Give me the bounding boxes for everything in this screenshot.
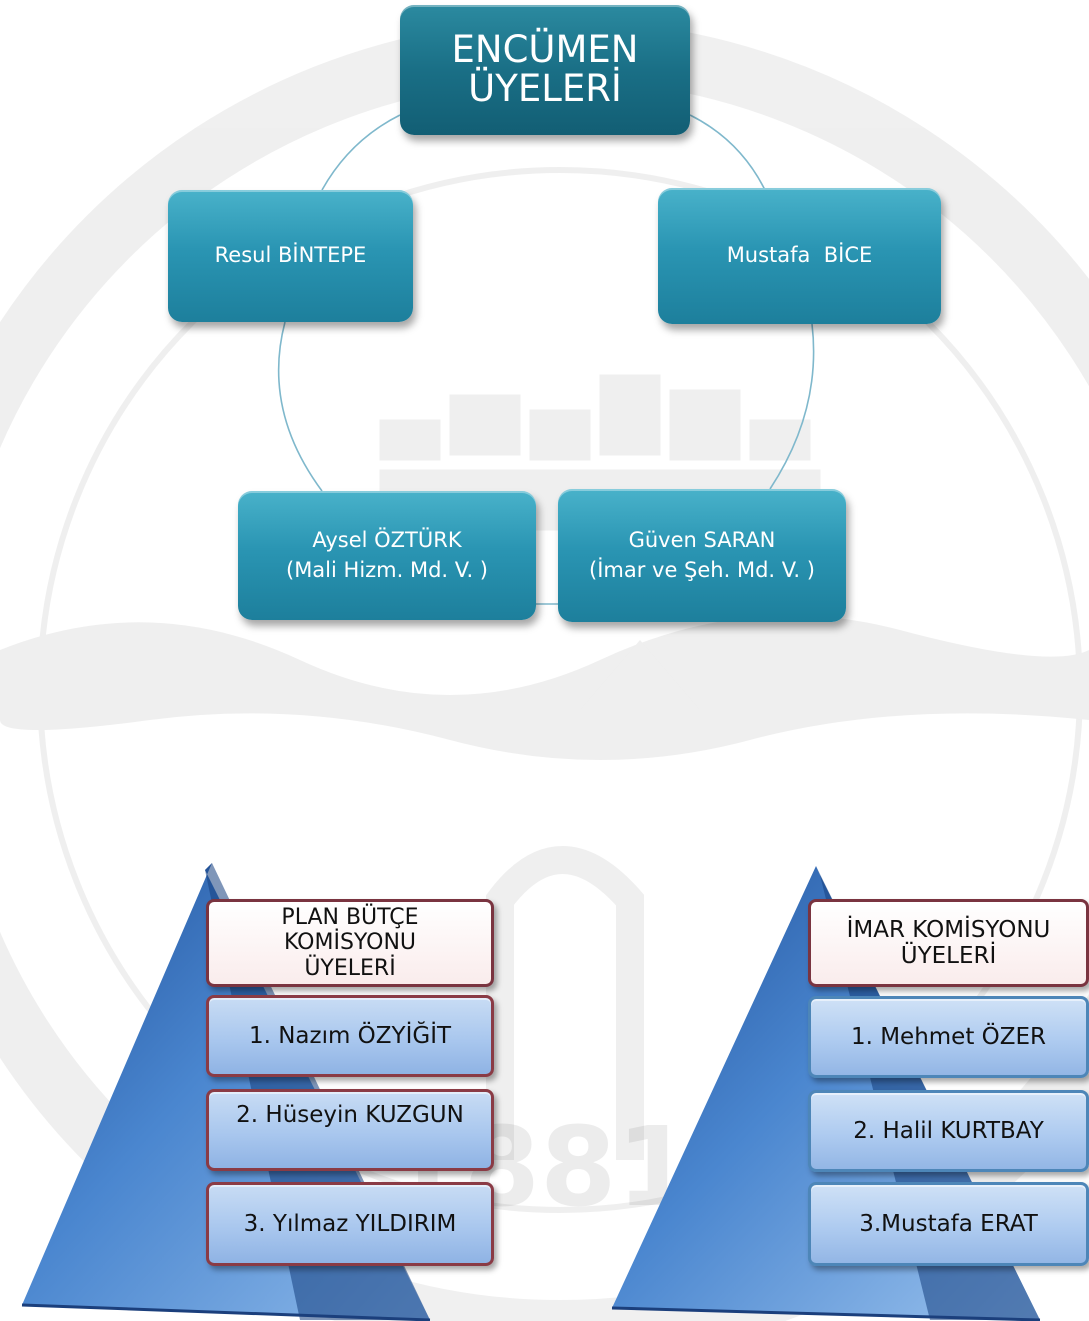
member-name: 2. Hüseyin KUZGUN bbox=[236, 1102, 464, 1128]
member-name: Aysel ÖZTÜRK bbox=[312, 528, 462, 553]
plan-butce-pyramid-base bbox=[21, 1303, 431, 1321]
encumen-member-aysel: Aysel ÖZTÜRK (Mali Hizm. Md. V. ) bbox=[238, 491, 536, 620]
encumen-member-resul: Resul BİNTEPE bbox=[168, 190, 413, 322]
plan-butce-header: PLAN BÜTÇE KOMİSYONU ÜYELERİ bbox=[206, 899, 494, 987]
encumen-member-mustafa: Mustafa BİCE bbox=[658, 188, 941, 324]
member-name: 3. Yılmaz YILDIRIM bbox=[243, 1210, 457, 1237]
member-name: Resul BİNTEPE bbox=[214, 243, 367, 268]
plan-butce-title-line-1: PLAN BÜTÇE bbox=[281, 905, 419, 931]
plan-butce-member-1: 1. Nazım ÖZYİĞİT bbox=[206, 995, 494, 1077]
connector-left bbox=[277, 321, 323, 492]
connector-top-right bbox=[689, 114, 766, 191]
connector-right bbox=[769, 323, 815, 490]
plan-butce-title-line-3: ÜYELERİ bbox=[304, 955, 396, 981]
encumen-title-box: ENCÜMEN ÜYELERİ bbox=[400, 5, 690, 135]
cycle-connectors bbox=[277, 114, 815, 605]
member-title: (İmar ve Şeh. Md. V. ) bbox=[589, 557, 815, 582]
imar-title-line-2: ÜYELERİ bbox=[900, 943, 997, 969]
encumen-member-guven: Güven SARAN (İmar ve Şeh. Md. V. ) bbox=[558, 489, 846, 622]
imar-pyramid-base bbox=[611, 1306, 1041, 1321]
member-name: Mustafa BİCE bbox=[726, 243, 873, 268]
member-name: 1. Nazım ÖZYİĞİT bbox=[248, 1022, 452, 1049]
member-name: 3.Mustafa ERAT bbox=[859, 1210, 1038, 1237]
imar-member-1: 1. Mehmet ÖZER bbox=[808, 996, 1089, 1078]
member-name: 2. Halil KURTBAY bbox=[853, 1117, 1044, 1144]
imar-header: İMAR KOMİSYONU ÜYELERİ bbox=[808, 899, 1089, 987]
plan-butce-member-3: 3. Yılmaz YILDIRIM bbox=[206, 1182, 494, 1266]
imar-member-2: 2. Halil KURTBAY bbox=[808, 1090, 1089, 1172]
member-name: 1. Mehmet ÖZER bbox=[850, 1023, 1047, 1050]
encumen-title-line-1: ENCÜMEN bbox=[451, 28, 639, 72]
plan-butce-title-line-2: KOMİSYONU bbox=[283, 930, 417, 956]
imar-title-line-1: İMAR KOMİSYONU bbox=[846, 916, 1051, 943]
encumen-title-line-2: ÜYELERİ bbox=[468, 67, 622, 110]
member-title: (Mali Hizm. Md. V. ) bbox=[286, 557, 488, 582]
member-name: Güven SARAN bbox=[628, 528, 776, 553]
imar-member-3: 3.Mustafa ERAT bbox=[808, 1182, 1089, 1266]
connector-top-left bbox=[321, 114, 401, 191]
plan-butce-member-2: 2. Hüseyin KUZGUN bbox=[206, 1089, 494, 1171]
